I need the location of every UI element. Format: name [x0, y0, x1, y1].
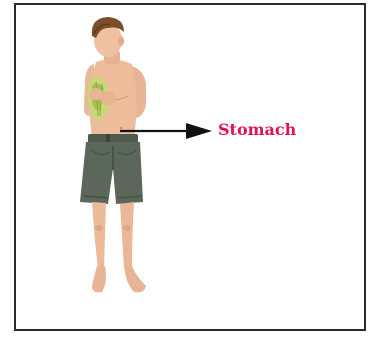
- boy-holding-corn-icon: [80, 17, 146, 292]
- stomach-label: Stomach: [218, 120, 296, 140]
